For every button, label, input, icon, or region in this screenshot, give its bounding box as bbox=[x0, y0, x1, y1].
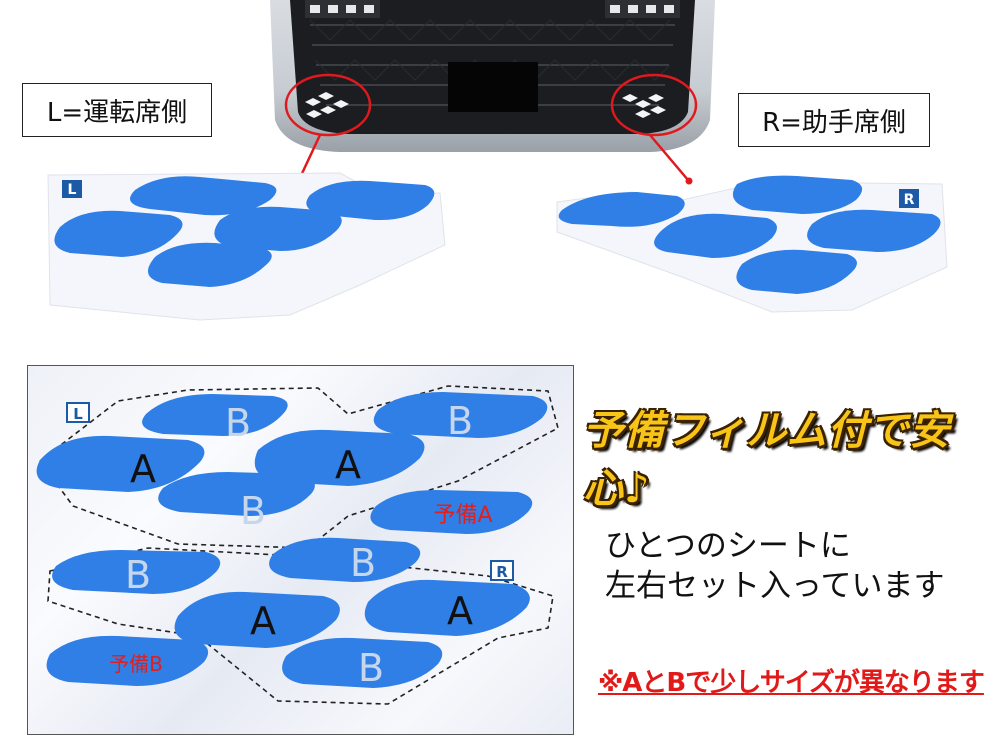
headline: 予備フィルム付で安心♪ bbox=[583, 408, 951, 512]
piece-spare-a bbox=[370, 490, 533, 534]
right-sheet-badge: R bbox=[904, 192, 915, 208]
label-a: A bbox=[250, 599, 276, 643]
right-callout-line bbox=[649, 134, 689, 181]
left-film-piece bbox=[54, 210, 183, 257]
right-film-piece bbox=[807, 209, 941, 252]
left-sheet-badge: L bbox=[68, 182, 77, 198]
piece-b-6 bbox=[282, 637, 443, 688]
left-callout-circle bbox=[284, 73, 372, 137]
label-b: B bbox=[225, 401, 251, 445]
left-film-piece bbox=[147, 242, 272, 287]
label-spare-a: 予備A bbox=[433, 503, 492, 528]
right-callout-circle bbox=[610, 73, 698, 137]
label-spare-b: 予備B bbox=[109, 652, 163, 676]
label-a: A bbox=[130, 447, 156, 491]
piece-a-3 bbox=[174, 591, 340, 648]
right-film-piece bbox=[736, 249, 857, 294]
left-film-piece bbox=[214, 206, 342, 251]
left-film-piece bbox=[130, 176, 277, 216]
description-line-2: 左右セット入っています bbox=[605, 568, 945, 604]
right-film-piece bbox=[732, 175, 863, 214]
sheet-right-badge: R bbox=[496, 563, 508, 581]
label-b: B bbox=[447, 399, 473, 443]
left-film-sheet: L bbox=[47, 172, 446, 321]
right-side-label: R=助手席側 bbox=[738, 93, 930, 147]
piece-a-4 bbox=[364, 579, 530, 636]
piece-b-5 bbox=[269, 537, 421, 582]
piece-spare-b bbox=[46, 635, 209, 686]
sheet-left-badge: L bbox=[73, 405, 83, 423]
left-film-piece bbox=[306, 180, 435, 221]
right-film-sheet: R bbox=[556, 175, 948, 313]
right-film-piece bbox=[558, 192, 685, 227]
label-b: B bbox=[350, 541, 376, 585]
piece-a-2 bbox=[254, 429, 425, 486]
label-b: B bbox=[240, 489, 266, 533]
label-a: A bbox=[335, 443, 361, 487]
left-set-dashed-outline bbox=[38, 385, 559, 549]
piece-b-4 bbox=[52, 550, 221, 594]
piece-b-2 bbox=[373, 392, 548, 438]
label-a: A bbox=[447, 589, 473, 633]
piece-b-1 bbox=[142, 394, 288, 436]
right-film-piece bbox=[654, 213, 777, 258]
piece-b-3 bbox=[158, 472, 315, 516]
label-b: B bbox=[125, 553, 151, 597]
size-note: ※AとBで少しサイズが異なります bbox=[598, 668, 985, 698]
description-line-1: ひとつのシートに bbox=[605, 528, 851, 564]
label-b: B bbox=[358, 646, 384, 690]
car-front-photo bbox=[270, 0, 715, 152]
film-sheet-photo: L R B A A B B B B bbox=[27, 365, 574, 735]
film-sheet-layout: L R B A A B B B B bbox=[36, 385, 559, 705]
left-side-label: L=運転席側 bbox=[22, 83, 212, 137]
piece-a-1 bbox=[36, 435, 205, 492]
